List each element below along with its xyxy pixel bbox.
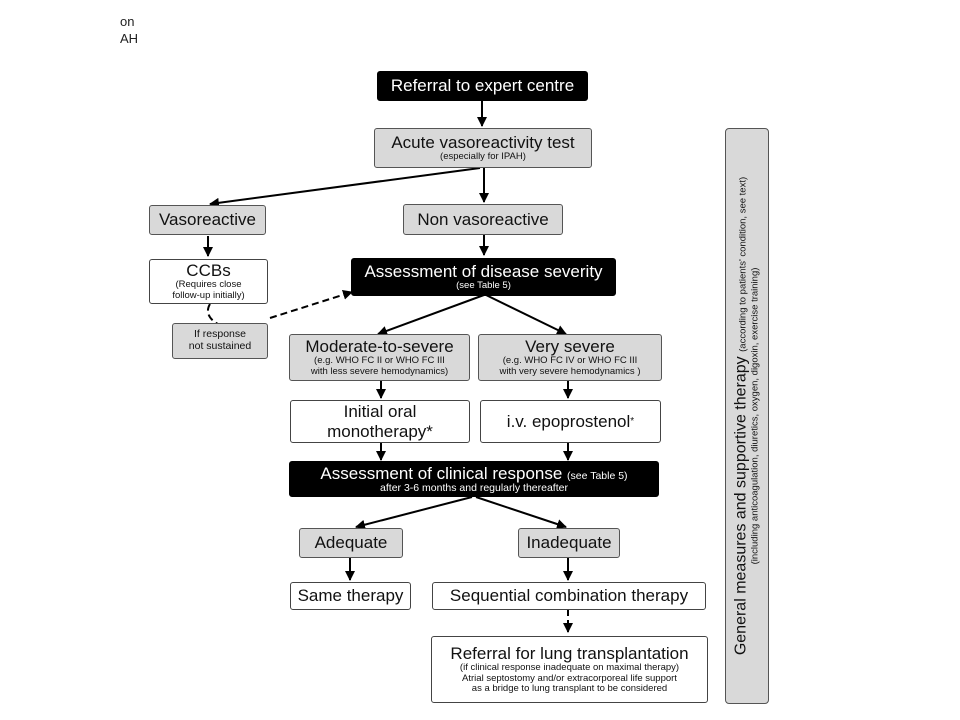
node-oral-monotherapy-line-1: Initial oral [343, 402, 417, 422]
node-clinical-response-label: Assessment of clinical response [320, 463, 563, 483]
node-same-therapy: Same therapy [290, 582, 411, 610]
supportive-therapy-panel [725, 128, 769, 704]
node-assessment-severity-label: Assessment of disease severity [364, 262, 603, 282]
dash-if-response-to-severity [269, 289, 353, 319]
header-fragment-1: on [120, 14, 135, 29]
node-clinical-response-ref: (see Table 5) [567, 469, 628, 482]
node-non-vasoreactive: Non vasoreactive [403, 204, 563, 235]
node-referral: Referral to expert centre [377, 71, 588, 101]
node-clinical-response-title: Assessment of clinical response (see Tab… [320, 464, 627, 483]
supportive-therapy-title: General measures and supportive therapy [732, 356, 750, 656]
arrow-test-to-vasoreactive [209, 167, 481, 208]
node-moderate-note-1: (e.g. WHO FC II or WHO FC III [314, 355, 445, 367]
arrow-clinical-to-adequate [355, 496, 473, 530]
arrow-severity-to-moderate [377, 294, 485, 336]
node-lung-transplant-note-1: (if clinical response inadequate on maxi… [459, 662, 680, 674]
supportive-therapy-text: General measures and supportive therapy … [732, 128, 761, 704]
supportive-therapy-title-note: (according to patients' condition, see t… [737, 176, 749, 352]
node-oral-monotherapy: Initial oral monotherapy* [290, 400, 470, 443]
node-vasoreactive-label: Vasoreactive [158, 210, 256, 230]
node-vasoreactive: Vasoreactive [149, 205, 266, 235]
node-moderate-label: Moderate-to-severe [305, 337, 454, 357]
node-very-severe-note-1: (e.g. WHO FC IV or WHO FC III [502, 355, 638, 367]
node-sequential: Sequential combination therapy [432, 582, 706, 610]
node-if-response-line-2: not sustained [188, 340, 252, 352]
arrow-severity-to-very-severe [485, 294, 567, 335]
arrow-clinical-to-inadequate [475, 496, 567, 529]
node-assessment-severity-note: (see Table 5) [456, 280, 511, 292]
node-adequate: Adequate [299, 528, 403, 558]
node-assessment-severity: Assessment of disease severity (see Tabl… [351, 258, 616, 296]
node-acute-test-label: Acute vasoreactivity test [391, 133, 575, 153]
header-fragment-2: AH [120, 31, 139, 46]
node-lung-transplant-note-3: as a bridge to lung transplant to be con… [471, 683, 668, 695]
node-very-severe: Very severe (e.g. WHO FC IV or WHO FC II… [478, 334, 662, 381]
node-referral-label: Referral to expert centre [390, 76, 575, 96]
node-ccbs-note-2: follow-up initially) [172, 290, 245, 302]
node-oral-monotherapy-line-2: monotherapy* [327, 421, 433, 441]
node-if-response: If response not sustained [172, 323, 268, 359]
node-same-therapy-label: Same therapy [297, 586, 404, 606]
node-moderate-note-2: with less severe hemodynamics) [310, 366, 449, 378]
node-ccbs-label: CCBs [186, 261, 231, 281]
node-clinical-response-note: after 3-6 months and regularly thereafte… [380, 481, 568, 494]
node-lung-transplant: Referral for lung transplantation (if cl… [431, 636, 708, 703]
node-acute-test: Acute vasoreactivity test (especially fo… [374, 128, 592, 168]
supportive-therapy-sub: (including anticoagulation, diuretics, o… [749, 267, 761, 565]
node-epoprostenol-label: i.v. epoprostenol [506, 411, 631, 431]
node-inadequate-label: Inadequate [526, 533, 612, 553]
node-epoprostenol: i.v. epoprostenol* [480, 400, 661, 443]
node-sequential-label: Sequential combination therapy [449, 586, 689, 606]
node-very-severe-note-2: with very severe hemodynamics ) [499, 366, 641, 378]
node-ccbs-note-1: (Requires close [175, 279, 242, 291]
node-adequate-label: Adequate [314, 533, 388, 553]
node-epoprostenol-mark: * [630, 415, 635, 427]
node-non-vasoreactive-label: Non vasoreactive [417, 209, 549, 229]
node-lung-transplant-note-2: Atrial septostomy and/or extracorporeal … [462, 672, 677, 684]
node-clinical-response: Assessment of clinical response (see Tab… [289, 461, 659, 497]
node-if-response-line-1: If response [194, 328, 246, 341]
node-lung-transplant-label: Referral for lung transplantation [450, 644, 689, 664]
node-moderate: Moderate-to-severe (e.g. WHO FC II or WH… [289, 334, 470, 381]
node-acute-test-note: (especially for IPAH) [440, 151, 526, 163]
node-inadequate: Inadequate [518, 528, 620, 558]
node-very-severe-label: Very severe [525, 337, 615, 357]
node-ccbs: CCBs (Requires close follow-up initially… [149, 259, 268, 304]
